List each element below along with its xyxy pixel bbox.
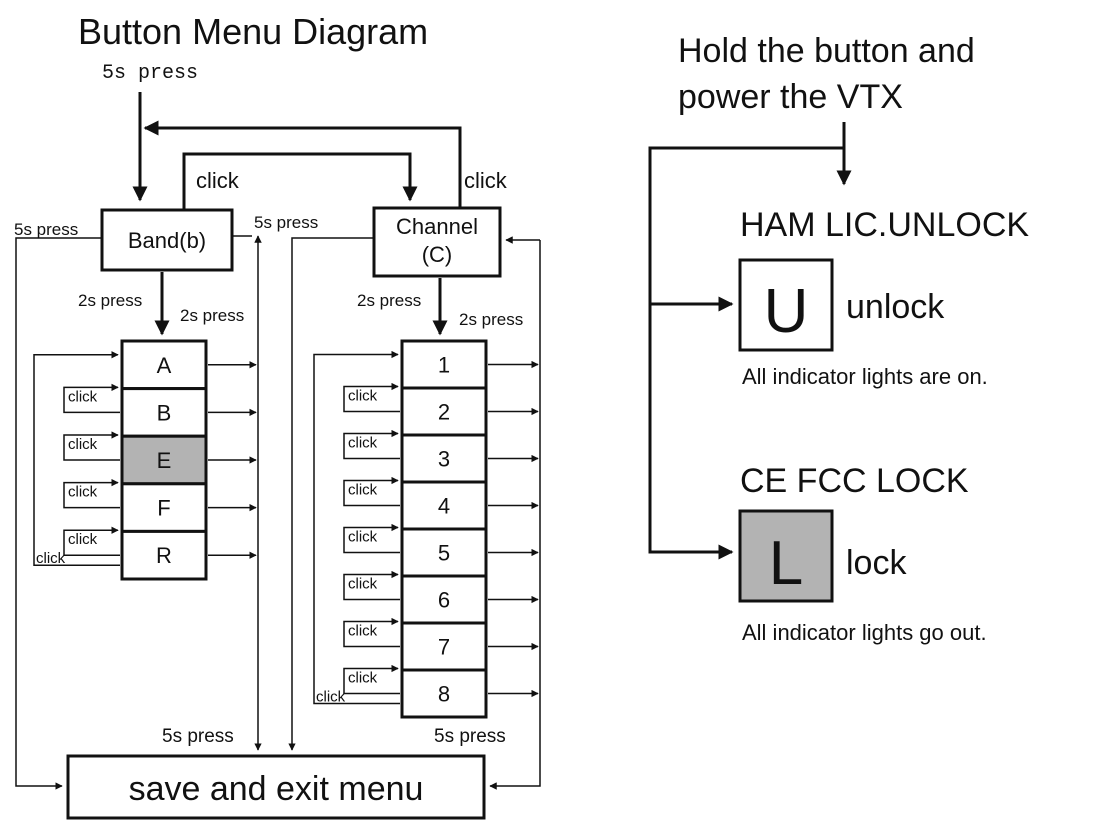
channel-item-label: 8 xyxy=(438,682,450,707)
channel-list: 1 2 click 3 click 4 click 5 click 6 click 7 click 8 cl… xyxy=(313,339,539,719)
channel-click-label: click xyxy=(348,670,378,687)
unlock-letter: U xyxy=(764,277,809,346)
top-connectors xyxy=(132,92,462,210)
lock-heading: CE FCC LOCK xyxy=(740,462,969,500)
power-connectors xyxy=(648,122,852,560)
power-instruction-line1: Hold the button and xyxy=(678,32,975,70)
band-item-label: R xyxy=(156,543,172,568)
channel-2s-press-right: 2s press xyxy=(459,310,523,329)
channel-click-loop xyxy=(343,570,400,601)
channel-box-label-line1: Channel xyxy=(396,214,478,239)
channel-item-label: 3 xyxy=(438,447,450,472)
lock-description: All indicator lights go out. xyxy=(742,620,987,645)
band-2s-press-right: 2s press xyxy=(180,306,244,325)
lock-label: lock xyxy=(846,544,907,582)
lock-box xyxy=(738,509,834,603)
save-exit-box xyxy=(66,754,486,820)
band-box-label: Band(b) xyxy=(128,228,206,253)
channel-click-label: click xyxy=(348,576,378,593)
band-click-loop xyxy=(63,478,120,509)
save-exit-label: save and exit menu xyxy=(129,770,424,808)
band-item-b xyxy=(120,387,208,438)
channel-click-label: click xyxy=(348,388,378,405)
channel-item-label: 4 xyxy=(438,494,450,519)
power-instruction-line2: power the VTX xyxy=(678,78,903,116)
band-5s-paths xyxy=(15,235,262,790)
channel-click-loop xyxy=(343,523,400,554)
channel-2s-press-left: 2s press xyxy=(357,291,421,310)
channel-box xyxy=(372,206,502,278)
unlock-heading: HAM LIC.UNLOCK xyxy=(740,206,1029,244)
two-second-press-arrows xyxy=(154,272,448,336)
band-click-loop xyxy=(63,526,120,556)
channel-click-loop xyxy=(343,617,400,648)
band-click-label: click xyxy=(68,531,98,548)
band-click-loop xyxy=(63,383,120,414)
channel-item-label: 2 xyxy=(438,400,450,425)
channel-item-6 xyxy=(400,574,488,625)
band-click-label: click xyxy=(68,484,98,501)
channel-item-7 xyxy=(400,621,488,672)
band-2s-press-left: 2s press xyxy=(78,291,142,310)
band-5s-press-right: 5s press xyxy=(254,213,318,232)
channel-wrap-click-label: click xyxy=(316,689,346,706)
band-click-label: click xyxy=(68,436,98,453)
channel-item-3 xyxy=(400,433,488,484)
band-click-label: click xyxy=(68,388,98,405)
channel-item-label: 6 xyxy=(438,588,450,613)
diagram-title: Button Menu Diagram xyxy=(78,11,428,52)
click-label-channel-to-band: click xyxy=(464,168,508,193)
band-item-r xyxy=(120,529,208,581)
band-box xyxy=(100,208,234,272)
channel-item-2 xyxy=(400,386,488,437)
channel-click-label: click xyxy=(348,482,378,499)
band-click-loop xyxy=(63,431,120,461)
channel-item-label: 5 xyxy=(438,541,450,566)
channel-item-5 xyxy=(400,527,488,578)
channel-click-loop xyxy=(343,476,400,507)
click-label-band-to-channel: click xyxy=(196,168,240,193)
channel-item-1 xyxy=(400,339,488,390)
band-wrap-click-label: click xyxy=(36,550,66,567)
channel-item-label: 1 xyxy=(438,353,450,378)
channel-item-4 xyxy=(400,480,488,531)
unlock-box xyxy=(738,258,834,352)
band-item-label: E xyxy=(157,448,172,473)
unlock-label: unlock xyxy=(846,288,945,326)
channel-box-label-line2: (C) xyxy=(422,242,453,267)
channel-wrap-loop xyxy=(313,350,400,705)
channel-click-loop xyxy=(343,664,400,695)
channel-click-loop xyxy=(343,429,400,460)
band-item-f xyxy=(120,482,208,533)
band-5s-press-left: 5s press xyxy=(14,220,78,239)
channel-5s-paths xyxy=(288,236,541,790)
channel-click-loop xyxy=(343,382,400,413)
channel-item-8 xyxy=(400,668,488,719)
band-item-label: B xyxy=(157,400,172,425)
channel-click-label: click xyxy=(348,623,378,640)
channel-5s-press-bottom: 5s press xyxy=(434,726,506,747)
channel-item-label: 7 xyxy=(438,635,450,660)
band-item-label: F xyxy=(157,496,170,521)
lock-letter: L xyxy=(769,529,803,598)
channel-click-label: click xyxy=(348,529,378,546)
channel-click-label: click xyxy=(348,435,378,452)
band-5s-press-bottom: 5s press xyxy=(162,726,234,747)
band-wrap-loop xyxy=(33,351,120,566)
band-item-label: A xyxy=(157,353,172,378)
unlock-description: All indicator lights are on. xyxy=(742,364,988,389)
entry-press-label: 5s press xyxy=(102,62,198,85)
